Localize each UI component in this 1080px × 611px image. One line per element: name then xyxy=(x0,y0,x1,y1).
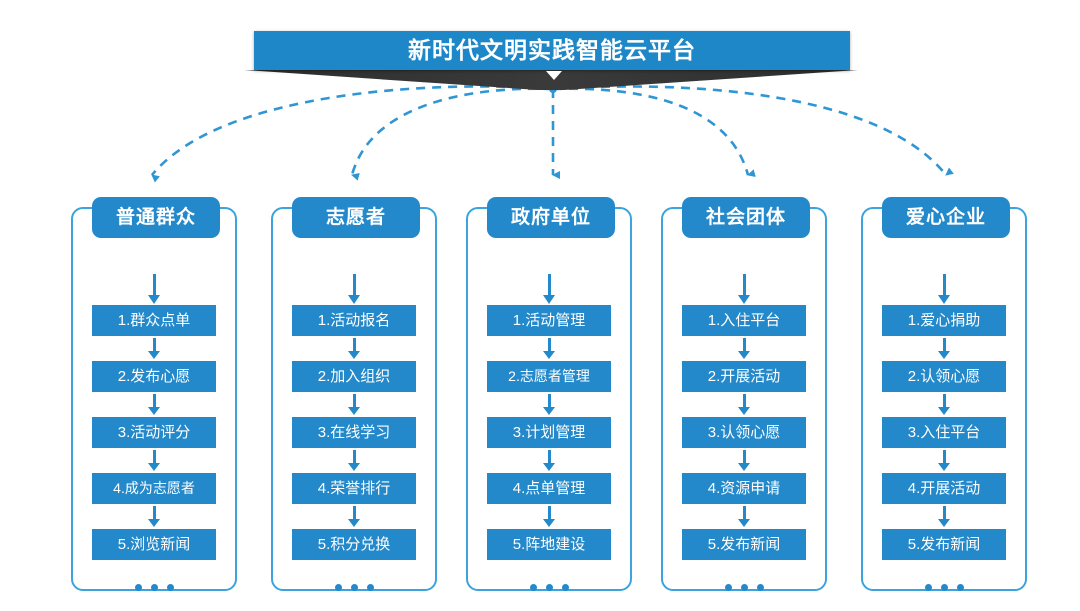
step-item[interactable]: 4.资源申请 xyxy=(682,473,806,504)
step-item[interactable]: 2.志愿者管理 xyxy=(487,361,611,392)
role-column-3: 政府单位 1.活动管理 2.志愿者管理 3.计划管理 4.点单管理 5.阵地建设 xyxy=(466,197,632,591)
arrow-down-icon xyxy=(737,336,751,361)
arrow-down-icon xyxy=(542,448,556,473)
arrow-down-icon xyxy=(542,336,556,361)
step-item[interactable]: 1.入住平台 xyxy=(682,305,806,336)
arrow-down-icon xyxy=(737,392,751,417)
arrow-down-icon xyxy=(347,336,361,361)
step-item[interactable]: 4.开展活动 xyxy=(882,473,1006,504)
ellipsis-dot xyxy=(334,583,342,591)
arrow-down-icon xyxy=(347,504,361,529)
step-item[interactable]: 4.成为志愿者 xyxy=(92,473,216,504)
role-column-header[interactable]: 爱心企业 xyxy=(882,197,1010,238)
role-step-list: 1.活动报名 2.加入组织 3.在线学习 4.荣誉排行 5.积分兑换 xyxy=(273,274,435,601)
role-column-1: 普通群众 1.群众点单 2.发布心愿 3.活动评分 4.成为志愿者 5.浏览新闻 xyxy=(71,197,237,591)
arrow-down-icon xyxy=(542,274,556,304)
step-item[interactable]: 2.开展活动 xyxy=(682,361,806,392)
ellipsis-dot xyxy=(366,583,374,591)
arrow-down-icon xyxy=(937,504,951,529)
arrow-down-icon xyxy=(347,448,361,473)
step-item[interactable]: 3.活动评分 xyxy=(92,417,216,448)
step-item[interactable]: 3.入住平台 xyxy=(882,417,1006,448)
arrow-down-icon xyxy=(737,448,751,473)
step-item[interactable]: 4.点单管理 xyxy=(487,473,611,504)
platform-title-banner: 新时代文明实践智能云平台 xyxy=(254,31,850,70)
ellipsis-dot xyxy=(740,583,748,591)
arrow-down-icon xyxy=(937,392,951,417)
step-item[interactable]: 5.积分兑换 xyxy=(292,529,416,560)
ellipsis-dot xyxy=(940,583,948,591)
connector-to-column-1 xyxy=(150,85,554,183)
arrow-down-icon xyxy=(937,336,951,361)
step-item[interactable]: 5.发布新闻 xyxy=(682,529,806,560)
more-items-ellipsis xyxy=(924,573,964,601)
role-step-list: 1.群众点单 2.发布心愿 3.活动评分 4.成为志愿者 5.浏览新闻 xyxy=(73,274,235,601)
role-column-4: 社会团体 1.入住平台 2.开展活动 3.认领心愿 4.资源申请 5.发布新闻 xyxy=(661,197,827,591)
role-column-2: 志愿者 1.活动报名 2.加入组织 3.在线学习 4.荣誉排行 5.积分兑换 xyxy=(271,197,437,591)
step-item[interactable]: 1.活动管理 xyxy=(487,305,611,336)
role-column-header[interactable]: 志愿者 xyxy=(292,197,420,238)
ellipsis-dot xyxy=(134,583,142,591)
ellipsis-dot xyxy=(956,583,964,591)
more-items-ellipsis xyxy=(529,573,569,601)
arrow-down-icon xyxy=(542,392,556,417)
arrow-down-icon xyxy=(737,504,751,529)
step-item[interactable]: 1.活动报名 xyxy=(292,305,416,336)
step-item[interactable]: 1.爱心捐助 xyxy=(882,305,1006,336)
role-column-header[interactable]: 社会团体 xyxy=(682,197,810,238)
ellipsis-dot xyxy=(561,583,569,591)
ellipsis-dot xyxy=(545,583,553,591)
more-items-ellipsis xyxy=(724,573,764,601)
step-item[interactable]: 5.发布新闻 xyxy=(882,529,1006,560)
arrow-down-icon xyxy=(937,448,951,473)
arrow-down-icon xyxy=(937,274,951,304)
ellipsis-dot xyxy=(756,583,764,591)
step-item[interactable]: 2.发布心愿 xyxy=(92,361,216,392)
role-column-header[interactable]: 政府单位 xyxy=(487,197,615,238)
more-items-ellipsis xyxy=(134,573,174,601)
step-item[interactable]: 5.阵地建设 xyxy=(487,529,611,560)
role-column-header[interactable]: 普通群众 xyxy=(92,197,220,238)
step-item[interactable]: 4.荣誉排行 xyxy=(292,473,416,504)
arrow-down-icon xyxy=(147,392,161,417)
connector-to-column-4 xyxy=(552,87,756,178)
step-item[interactable]: 3.在线学习 xyxy=(292,417,416,448)
title-wedge-shape xyxy=(244,70,858,90)
step-item[interactable]: 2.认领心愿 xyxy=(882,361,1006,392)
arrow-down-icon xyxy=(147,448,161,473)
step-item[interactable]: 2.加入组织 xyxy=(292,361,416,392)
role-step-list: 1.入住平台 2.开展活动 3.认领心愿 4.资源申请 5.发布新闻 xyxy=(663,274,825,601)
role-step-list: 1.活动管理 2.志愿者管理 3.计划管理 4.点单管理 5.阵地建设 xyxy=(468,274,630,601)
step-item[interactable]: 5.浏览新闻 xyxy=(92,529,216,560)
ellipsis-dot xyxy=(350,583,358,591)
more-items-ellipsis xyxy=(334,573,374,601)
arrow-down-icon xyxy=(347,392,361,417)
ellipsis-dot xyxy=(166,583,174,591)
step-item[interactable]: 1.群众点单 xyxy=(92,305,216,336)
role-step-list: 1.爱心捐助 2.认领心愿 3.入住平台 4.开展活动 5.发布新闻 xyxy=(863,274,1025,601)
connector-to-column-2 xyxy=(350,87,554,181)
arrow-down-icon xyxy=(347,274,361,304)
arrow-down-icon xyxy=(737,274,751,304)
step-item[interactable]: 3.计划管理 xyxy=(487,417,611,448)
arrow-down-icon xyxy=(147,274,161,304)
ellipsis-dot xyxy=(150,583,158,591)
step-item[interactable]: 3.认领心愿 xyxy=(682,417,806,448)
arrow-down-icon xyxy=(542,504,556,529)
role-column-5: 爱心企业 1.爱心捐助 2.认领心愿 3.入住平台 4.开展活动 5.发布新闻 xyxy=(861,197,1027,591)
connector-to-column-5 xyxy=(552,85,954,176)
ellipsis-dot xyxy=(529,583,537,591)
arrow-down-icon xyxy=(147,504,161,529)
arrow-down-icon xyxy=(147,336,161,361)
page-title: 新时代文明实践智能云平台 xyxy=(408,37,696,63)
ellipsis-dot xyxy=(724,583,732,591)
ellipsis-dot xyxy=(924,583,932,591)
chevron-down-icon xyxy=(546,71,562,80)
